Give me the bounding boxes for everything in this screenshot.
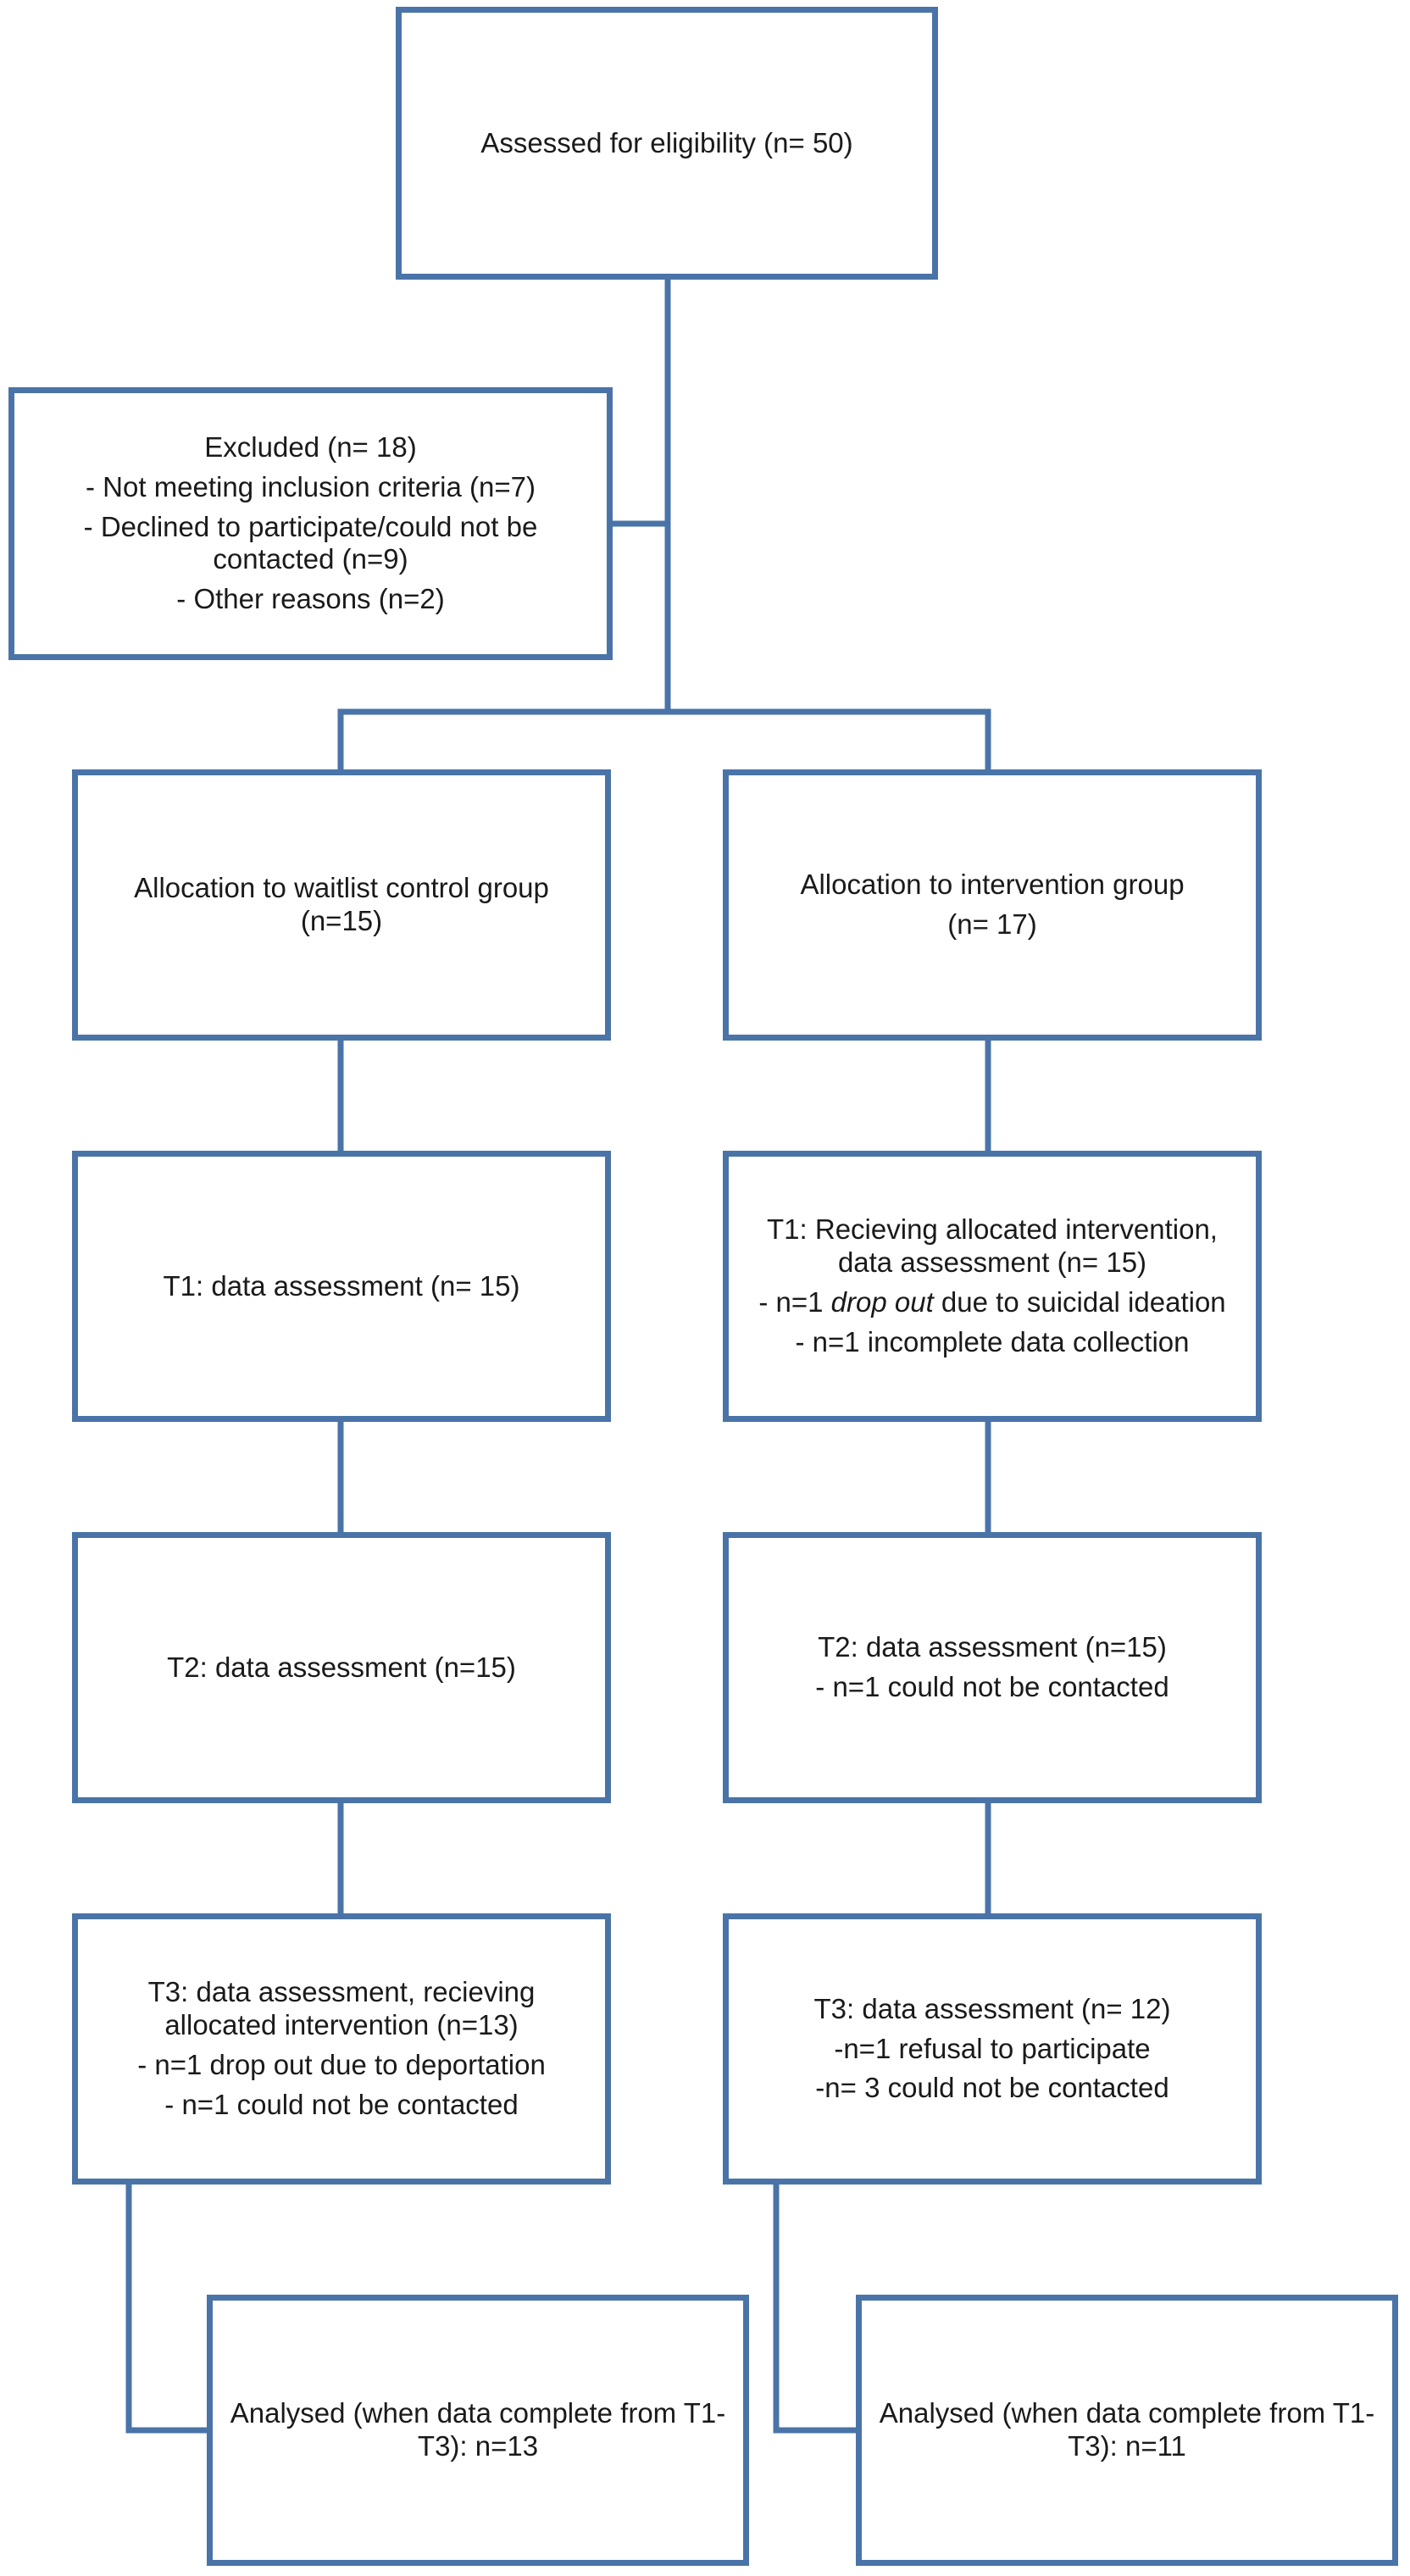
intervention-allocation-box: Allocation to intervention group (n= 17) (723, 769, 1262, 1041)
intervention-t1-title: T1: Recieving allocated intervention, da… (767, 1213, 1218, 1279)
dropout-prefix: - n=1 (758, 1286, 831, 1318)
assessed-text: Assessed for eligibility (n= 50) (480, 126, 853, 158)
excluded-box: Excluded (n= 18) - Not meeting inclusion… (8, 387, 613, 660)
excluded-item: - Not meeting inclusion criteria (n=7) (86, 470, 536, 502)
excluded-title: Excluded (n= 18) (204, 430, 417, 463)
waitlist-t1-box: T1: data assessment (n= 15) (72, 1151, 611, 1422)
intervention-t2-title: T2: data assessment (n=15) (818, 1631, 1167, 1663)
waitlist-t2-box: T2: data assessment (n=15) (72, 1532, 611, 1803)
intervention-t3-box: T3: data assessment (n= 12) -n=1 refusal… (723, 1913, 1262, 2185)
intervention-t2-item: - n=1 could not be contacted (815, 1671, 1169, 1702)
excluded-item: - Other reasons (n=2) (176, 583, 445, 615)
intervention-t1-dropout: - n=1 drop out due to suicidal ideation (758, 1286, 1225, 1319)
intervention-analysed-box: Analysed (when data complete from T1-T3)… (856, 2295, 1398, 2566)
intervention-analysed-text: Analysed (when data complete from T1-T3)… (879, 2397, 1375, 2462)
dropout-italic: drop out (830, 1286, 934, 1318)
waitlist-t3-title: T3: data assessment, recieving allocated… (147, 1976, 536, 2041)
waitlist-analysed-text: Analysed (when data complete from T1-T3)… (230, 2397, 726, 2462)
intervention-t1-incomplete: - n=1 incomplete data collection (795, 1325, 1190, 1357)
intervention-t3-title: T3: data assessment (n= 12) (813, 1992, 1171, 2024)
connector-waitlist-analysed (125, 2181, 210, 2434)
waitlist-t3-item: - n=1 drop out due to deportation (137, 2049, 546, 2080)
intervention-t2-box: T2: data assessment (n=15) - n=1 could n… (723, 1532, 1262, 1803)
connector-intervention-analysed (773, 2181, 859, 2434)
intervention-t1-box: T1: Recieving allocated intervention, da… (723, 1151, 1262, 1422)
assessed-box: Assessed for eligibility (n= 50) (396, 7, 938, 280)
dropout-reason: due to suicidal ideation (933, 1286, 1226, 1318)
waitlist-allocation-text: Allocation to waitlist control group (n=… (134, 872, 549, 936)
intervention-allocation-title: Allocation to intervention group (800, 869, 1185, 901)
excluded-item: - Declined to participate/could not be c… (83, 510, 538, 575)
intervention-t3-item: -n= 3 could not be contacted (815, 2072, 1169, 2104)
waitlist-t1-text: T1: data assessment (n= 15) (163, 1269, 520, 1302)
waitlist-t3-box: T3: data assessment, recieving allocated… (72, 1913, 611, 2185)
waitlist-t2-text: T2: data assessment (n=15) (167, 1651, 516, 1683)
waitlist-allocation-box: Allocation to waitlist control group (n=… (72, 769, 611, 1041)
intervention-allocation-count: (n= 17) (947, 908, 1037, 940)
intervention-t3-item: -n=1 refusal to participate (834, 2032, 1151, 2064)
waitlist-t3-item: - n=1 could not be contacted (164, 2088, 519, 2120)
waitlist-analysed-box: Analysed (when data complete from T1-T3)… (207, 2295, 749, 2566)
